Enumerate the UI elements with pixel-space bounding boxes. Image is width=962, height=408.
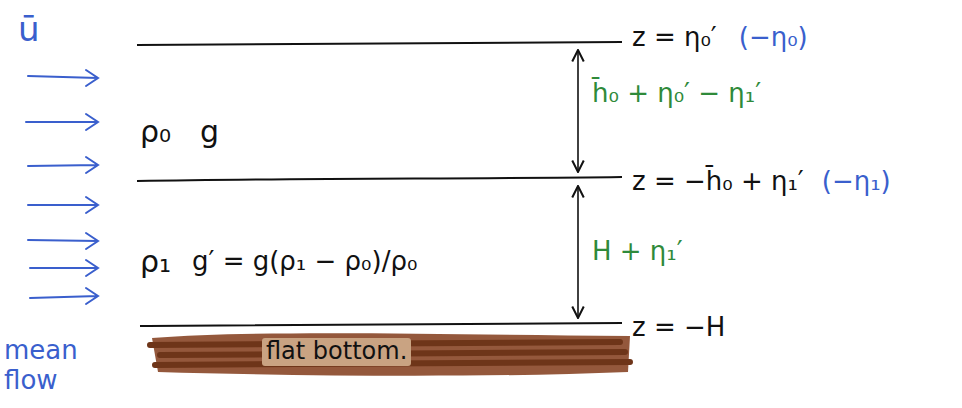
thickness-label-holder: H + η₁′: [592, 237, 683, 267]
sign-note-holder: (−η₁): [822, 167, 891, 197]
density-label: ρ₀: [140, 115, 171, 150]
density-label-holder: ρ₀: [140, 115, 171, 150]
velocity-label: ū: [18, 10, 40, 49]
interface-line: [137, 177, 622, 181]
flow-arrow: [28, 197, 98, 213]
sign-note-holder: (−η₀): [739, 23, 808, 53]
surface-equation: z = η₀′: [632, 23, 717, 53]
reduced-gravity-label-holder: g′ = g(ρ₁ − ρ₀)/ρ₀: [192, 247, 417, 277]
gravity-label-holder: g: [200, 115, 219, 150]
surface-line: [137, 42, 622, 45]
thickness-label-holder: h̄₀ + η₀′ − η₁′: [592, 79, 761, 109]
density-label: ρ₁: [140, 245, 171, 280]
flow-arrow: [30, 288, 98, 304]
sign-note: (−η₀): [739, 23, 808, 53]
thickness-arrow: [577, 50, 579, 172]
interface-equation-holder: z = −h̄₀ + η₁′: [632, 167, 804, 197]
bottom-equation: z = −H: [632, 313, 725, 343]
flow-note: mean flow: [4, 336, 100, 396]
thickness-label: h̄₀ + η₀′ − η₁′: [592, 79, 761, 109]
bottom-hatching: [150, 333, 630, 376]
sign-note: (−η₁): [822, 167, 891, 197]
interface-equation: z = −h̄₀ + η₁′: [632, 167, 804, 197]
flow-arrows: [26, 70, 98, 304]
thickness-arrow: [577, 186, 579, 318]
surface-equation-holder: z = η₀′: [632, 23, 717, 53]
bottom-label-holder: flat bottom.: [262, 338, 411, 366]
bottom-label: flat bottom.: [262, 338, 411, 366]
flow-arrow: [28, 157, 98, 173]
reduced-gravity-label: g′ = g(ρ₁ − ρ₀)/ρ₀: [192, 247, 417, 277]
thickness-label: H + η₁′: [592, 237, 683, 267]
flow-arrow: [30, 260, 98, 276]
velocity-label-holder: ū: [18, 10, 40, 49]
gravity-label: g: [200, 115, 219, 150]
flow-arrow: [28, 70, 98, 86]
flow-note-holder: mean flow: [4, 336, 100, 396]
density-label-holder: ρ₁: [140, 245, 171, 280]
bottom-line: [140, 323, 622, 326]
flow-arrow: [26, 114, 98, 130]
flow-arrow: [28, 233, 98, 249]
bottom-equation-holder: z = −H: [632, 313, 725, 343]
